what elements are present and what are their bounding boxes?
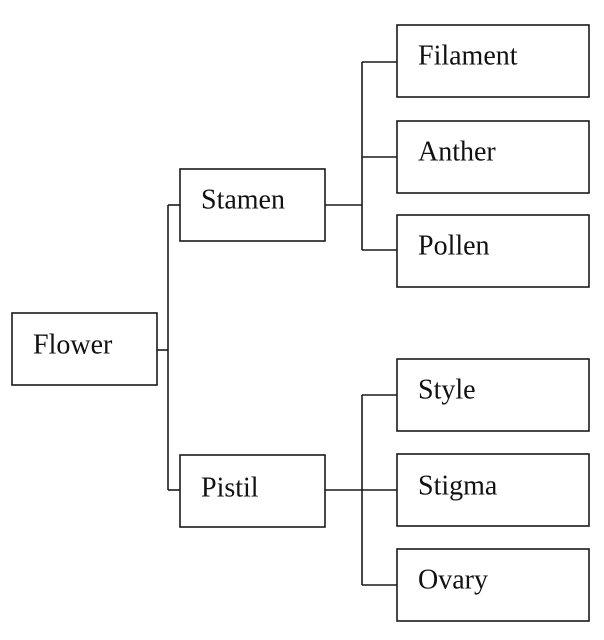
node-ovary: Ovary xyxy=(396,548,590,622)
node-ovary-box xyxy=(396,548,590,622)
node-stigma: Stigma xyxy=(396,453,590,527)
node-filament: Filament xyxy=(396,24,590,98)
node-anther: Anther xyxy=(396,120,590,194)
node-pistil-box xyxy=(179,454,326,528)
node-style-label: Style xyxy=(418,375,476,406)
node-flower-label: Flower xyxy=(33,330,113,361)
node-pistil-label: Pistil xyxy=(201,473,259,504)
node-anther-box xyxy=(396,120,590,194)
node-filament-label: Filament xyxy=(418,41,518,72)
node-style-box xyxy=(396,358,590,432)
node-stigma-box xyxy=(396,453,590,527)
node-stamen-label: Stamen xyxy=(201,185,285,216)
node-pollen-box xyxy=(396,214,590,288)
node-flower: Flower xyxy=(11,312,158,386)
node-stigma-label: Stigma xyxy=(418,471,498,502)
node-anther-label: Anther xyxy=(418,137,496,168)
node-pollen: Pollen xyxy=(396,214,590,288)
node-stamen-box xyxy=(179,168,326,242)
node-filament-box xyxy=(396,24,590,98)
node-stamen: Stamen xyxy=(179,168,326,242)
node-flower-box xyxy=(11,312,158,386)
node-pistil: Pistil xyxy=(179,454,326,528)
node-style: Style xyxy=(396,358,590,432)
connectors xyxy=(157,61,397,586)
node-pollen-label: Pollen xyxy=(418,231,490,262)
node-ovary-label: Ovary xyxy=(418,565,488,596)
